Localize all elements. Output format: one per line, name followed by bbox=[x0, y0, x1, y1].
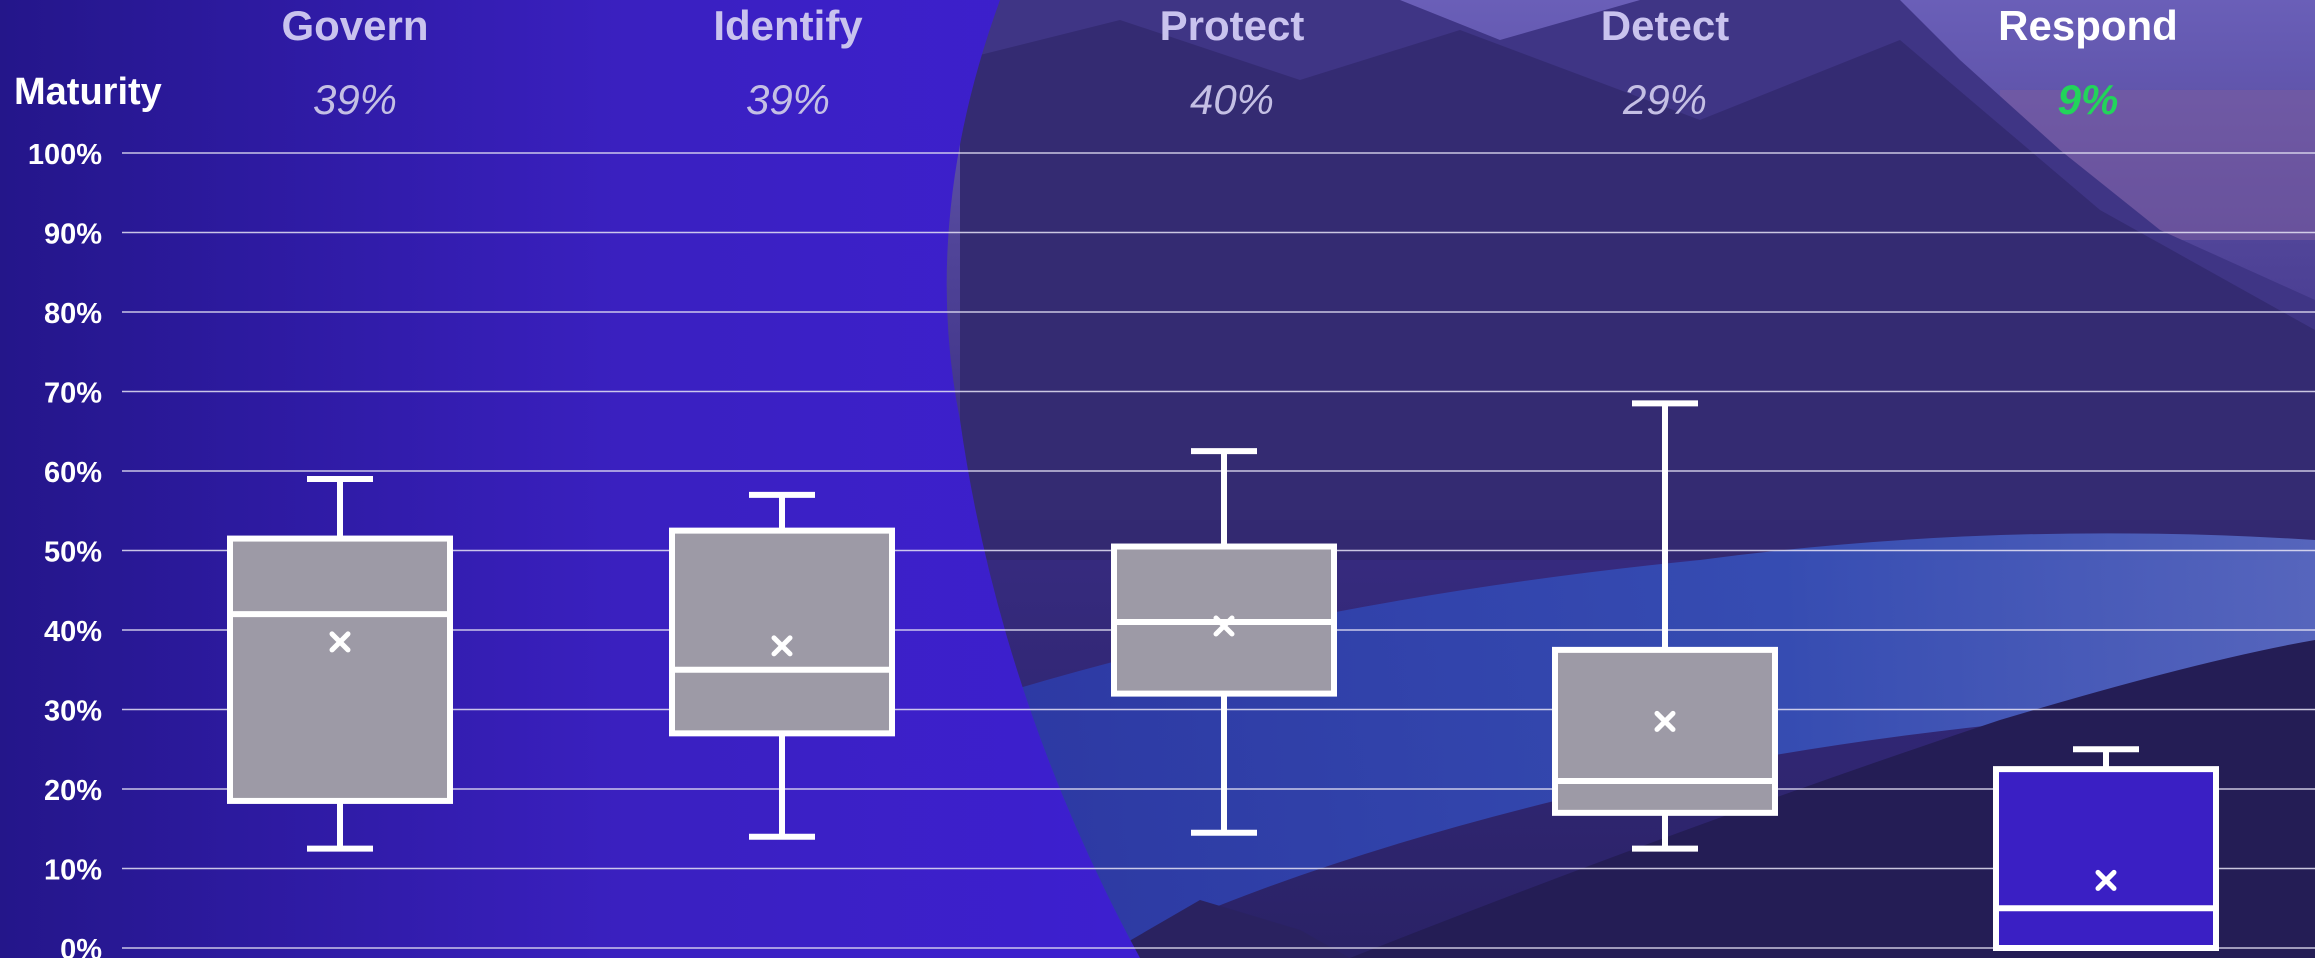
y-tick-label: 90% bbox=[44, 219, 102, 251]
maturity-percentage: 39% bbox=[746, 76, 830, 123]
maturity-percentage: 29% bbox=[1622, 76, 1707, 123]
y-tick-label: 10% bbox=[44, 855, 102, 887]
y-tick-label: 0% bbox=[60, 934, 102, 958]
iqr-box bbox=[669, 527, 895, 737]
y-tick-label: 20% bbox=[44, 775, 102, 807]
maturity-row-label: Maturity bbox=[14, 71, 162, 113]
y-axis-ticks: 0% 10% 20% 30% 40% 50% 60% 70% 80% 90% 100% bbox=[28, 139, 102, 958]
mean-marker bbox=[2095, 869, 2117, 891]
mean-marker bbox=[329, 631, 351, 653]
maturity-percentage: 39% bbox=[313, 76, 397, 123]
iqr-box bbox=[1552, 646, 1778, 816]
category-header: Respond bbox=[1998, 2, 2178, 49]
y-tick-label: 100% bbox=[28, 139, 102, 171]
category-header: Detect bbox=[1601, 2, 1729, 49]
chart-header: Maturity Govern Identify Protect Detect Resp… bbox=[14, 2, 2178, 123]
maturity-percentage: 9% bbox=[2058, 76, 2119, 123]
box-plot-identify bbox=[669, 491, 895, 840]
category-header: Protect bbox=[1160, 2, 1305, 49]
y-tick-label: 70% bbox=[44, 378, 102, 410]
mean-marker bbox=[1213, 615, 1235, 637]
mean-marker bbox=[1654, 710, 1676, 732]
category-header: Identify bbox=[713, 2, 863, 49]
box-plot-respond bbox=[1993, 746, 2219, 951]
box-plot-protect bbox=[1111, 448, 1337, 836]
box-plot-detect bbox=[1552, 400, 1778, 852]
y-tick-label: 80% bbox=[44, 298, 102, 330]
box-plots bbox=[227, 400, 2219, 951]
y-tick-label: 60% bbox=[44, 457, 102, 489]
y-tick-label: 50% bbox=[44, 537, 102, 569]
y-tick-label: 40% bbox=[44, 616, 102, 648]
iqr-box bbox=[1993, 766, 2219, 951]
mean-marker bbox=[771, 635, 793, 657]
y-tick-label: 30% bbox=[44, 696, 102, 728]
maturity-percentage: 40% bbox=[1190, 76, 1274, 123]
box-plot-govern bbox=[227, 475, 453, 852]
category-header: Govern bbox=[281, 2, 428, 49]
iqr-box bbox=[227, 535, 453, 804]
